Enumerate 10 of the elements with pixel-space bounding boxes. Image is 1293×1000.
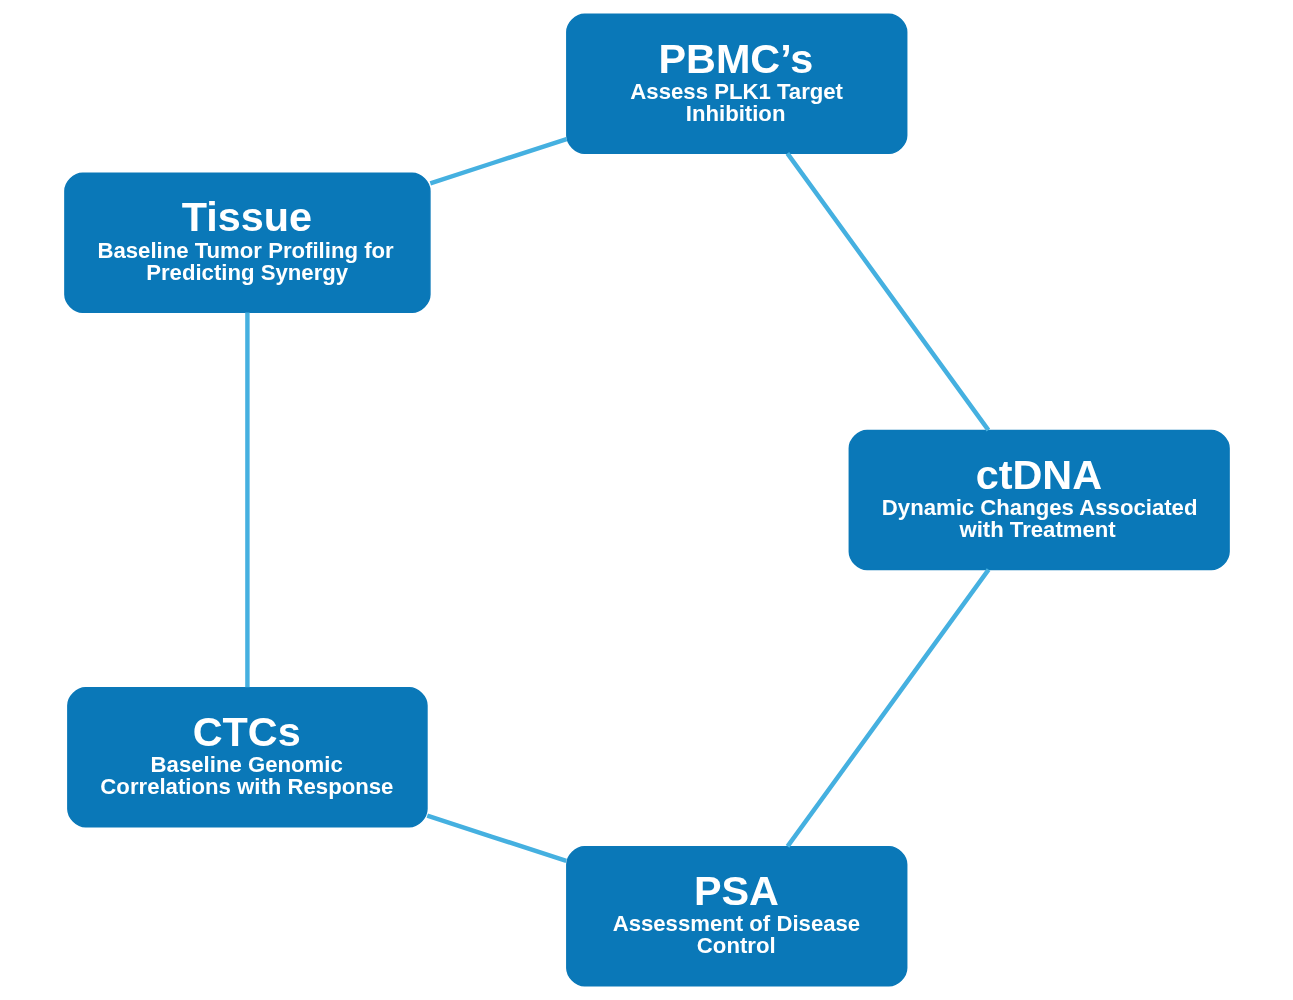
connector <box>426 813 567 863</box>
connector <box>785 568 990 848</box>
connector <box>785 152 990 432</box>
connector <box>429 136 567 186</box>
node-box: CTCs Baseline Genomic Correlations with Response <box>66 687 428 828</box>
connector <box>244 312 250 688</box>
node-box: ctDNA Dynamic Changes Associated with Treatment <box>848 429 1230 571</box>
node-box: PSA Assessment of Disease Control <box>565 846 907 987</box>
node-box: Tissue Baseline Tumor Profiling for Predicting Synergy <box>63 172 431 313</box>
node-box: PBMC’s Assess PLK1 Target Inhibition <box>565 13 907 154</box>
